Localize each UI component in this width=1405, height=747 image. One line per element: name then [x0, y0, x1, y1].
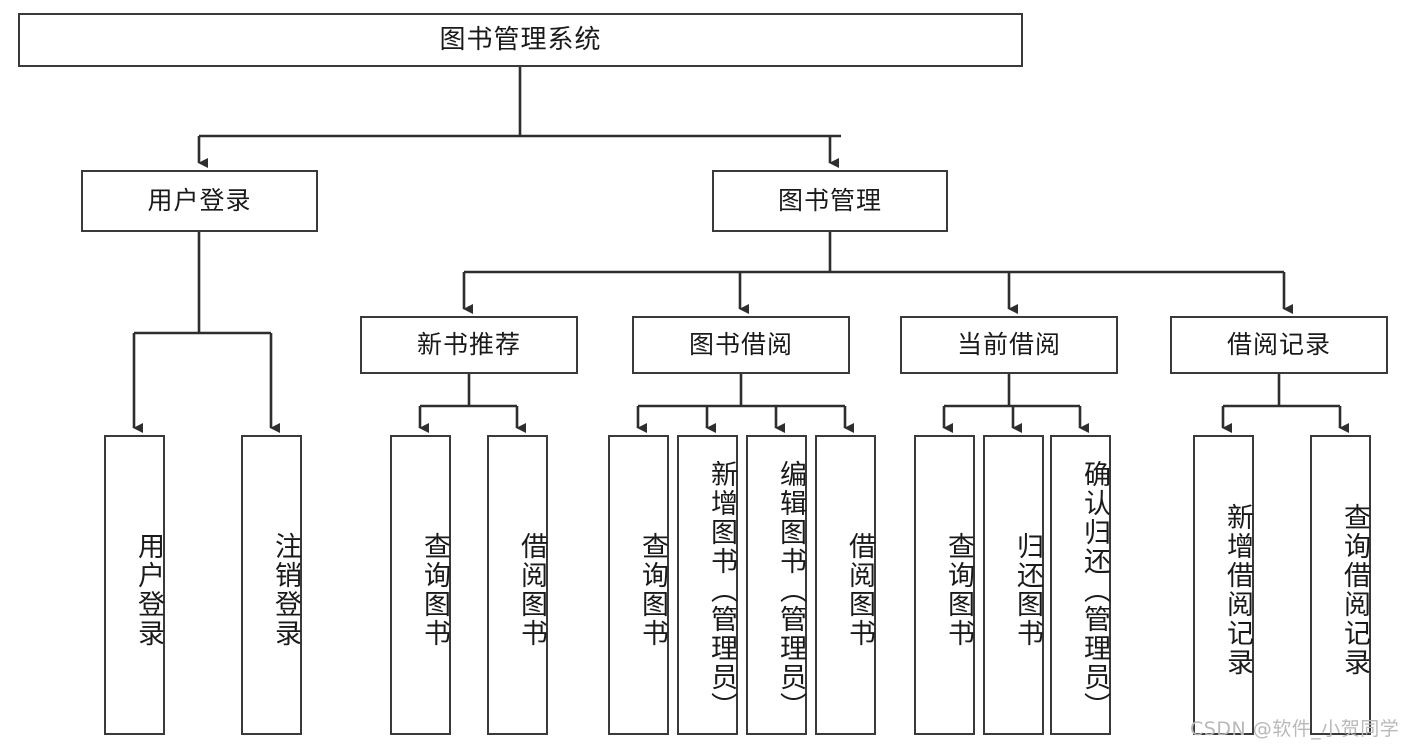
node-borrow-record[interactable]: 借阅记录	[1170, 316, 1388, 374]
node-leaf-user-login[interactable]: 用户登录	[104, 435, 165, 735]
node-leaf-add-book-admin[interactable]: 新增图书（管理员）	[677, 435, 738, 735]
node-leaf-query-book-current[interactable]: 查询图书	[914, 435, 975, 735]
node-label: 借阅记录	[1226, 330, 1331, 360]
node-label: 借阅图书	[516, 532, 547, 648]
node-label: 当前借阅	[956, 330, 1061, 360]
node-label: 确认归还（管理员）	[1079, 459, 1110, 721]
node-label: 查询图书	[419, 532, 450, 648]
node-label: 编辑图书（管理员）	[775, 459, 806, 721]
node-label: 查询借阅记录	[1339, 503, 1370, 677]
node-leaf-logout-login[interactable]: 注销登录	[241, 435, 302, 735]
node-leaf-query-book-borrow[interactable]: 查询图书	[608, 435, 669, 735]
node-new-book-recommend[interactable]: 新书推荐	[360, 316, 578, 374]
node-leaf-query-borrow-record[interactable]: 查询借阅记录	[1310, 435, 1371, 735]
node-user-login[interactable]: 用户登录	[81, 170, 318, 232]
node-label: 归还图书	[1012, 532, 1043, 648]
node-leaf-borrow-book[interactable]: 借阅图书	[815, 435, 876, 735]
node-leaf-borrow-book-recommend[interactable]: 借阅图书	[487, 435, 548, 735]
node-leaf-edit-book-admin[interactable]: 编辑图书（管理员）	[746, 435, 807, 735]
node-label: 新书推荐	[416, 330, 521, 360]
node-label: 图书管理	[777, 186, 882, 216]
node-label: 图书管理系统	[439, 24, 602, 55]
node-label: 新增图书（管理员）	[706, 459, 737, 721]
csdn-watermark: CSDN @软件_小贺同学	[1190, 714, 1399, 741]
node-root-book-management-system[interactable]: 图书管理系统	[18, 13, 1023, 67]
node-label: 查询图书	[943, 532, 974, 648]
node-leaf-add-borrow-record[interactable]: 新增借阅记录	[1193, 435, 1254, 735]
node-leaf-confirm-return-admin[interactable]: 确认归还（管理员）	[1050, 435, 1111, 735]
node-label: 新增借阅记录	[1222, 503, 1253, 677]
node-label: 注销登录	[270, 532, 301, 648]
node-label: 查询图书	[637, 532, 668, 648]
node-label: 图书借阅	[688, 330, 793, 360]
node-book-borrow[interactable]: 图书借阅	[632, 316, 850, 374]
node-label: 用户登录	[147, 186, 252, 216]
node-leaf-query-book-recommend[interactable]: 查询图书	[390, 435, 451, 735]
node-current-borrow[interactable]: 当前借阅	[900, 316, 1118, 374]
node-label: 用户登录	[133, 532, 164, 648]
node-leaf-return-book[interactable]: 归还图书	[983, 435, 1044, 735]
watermark-text: CSDN @软件_小贺同学	[1190, 718, 1400, 740]
node-label: 借阅图书	[844, 532, 875, 648]
node-book-management[interactable]: 图书管理	[712, 170, 948, 232]
